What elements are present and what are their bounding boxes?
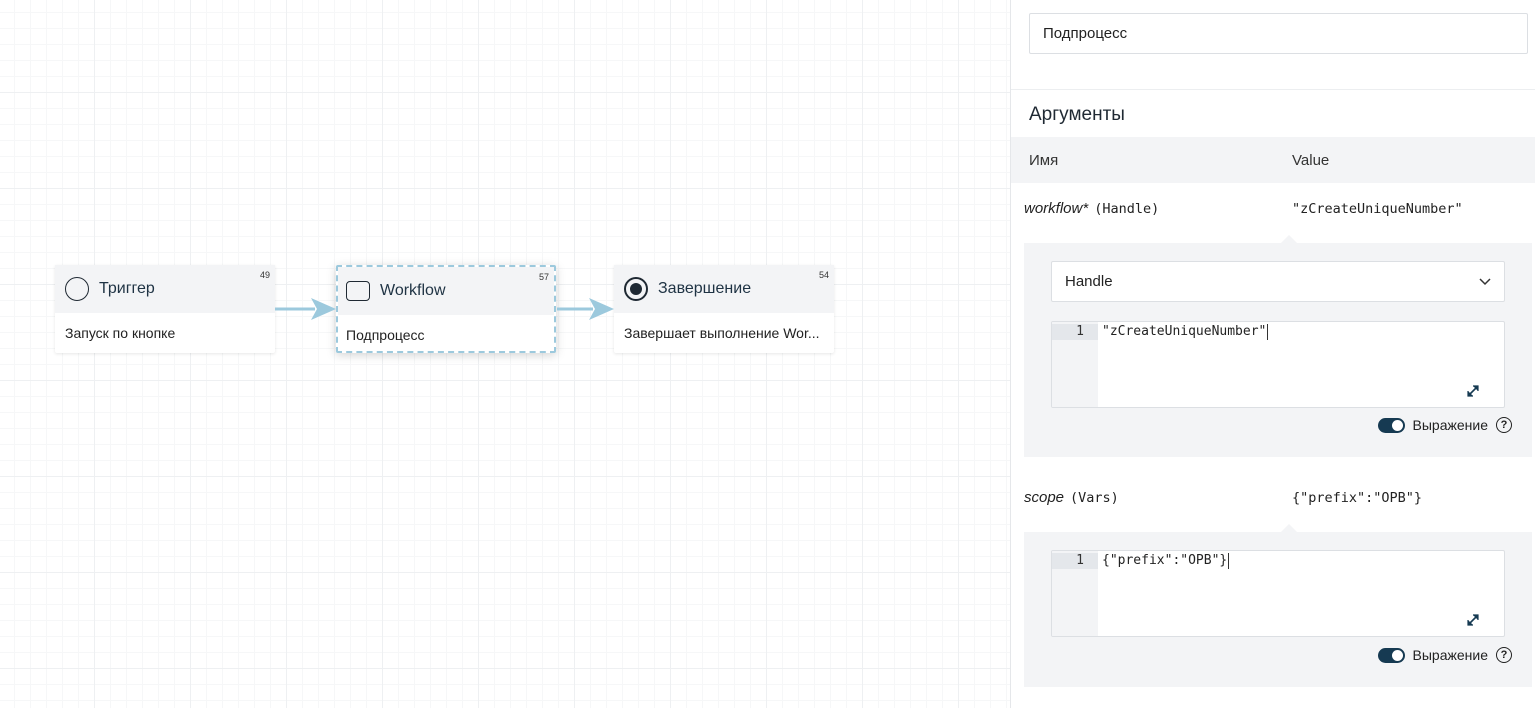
properties-panel: Подпроцесс Аргументы Имя Value workflow*… bbox=[1010, 0, 1535, 708]
node-header: Завершение 54 bbox=[614, 265, 834, 313]
node-number: 57 bbox=[538, 272, 549, 282]
column-header-value: Value bbox=[1292, 152, 1330, 169]
argument-editor-scope: 1 {"prefix":"OPB"} Выражение ? bbox=[1024, 524, 1532, 687]
column-header-name: Имя bbox=[1029, 152, 1059, 169]
expression-toggle[interactable] bbox=[1377, 647, 1405, 663]
end-circle-icon bbox=[624, 277, 648, 301]
type-select[interactable]: Handle bbox=[1051, 261, 1505, 302]
expand-icon[interactable] bbox=[1466, 613, 1480, 627]
argument-value: {"prefix":"OPB"} bbox=[1292, 490, 1423, 506]
node-trigger[interactable]: Триггер 49 Запуск по кнопке bbox=[55, 265, 275, 353]
argument-type: (Handle) bbox=[1094, 201, 1160, 217]
expression-label: Выражение bbox=[1412, 417, 1488, 433]
chevron-down-icon bbox=[1479, 278, 1491, 286]
workflow-canvas[interactable]: Триггер 49 Запуск по кнопке Workflow 57 … bbox=[0, 0, 1010, 708]
node-header: Workflow 57 bbox=[338, 267, 554, 315]
argument-name: workflow*(Handle) bbox=[1024, 200, 1160, 217]
node-header: Триггер 49 bbox=[55, 265, 275, 313]
expression-toggle-row: Выражение ? bbox=[1377, 647, 1512, 663]
help-icon[interactable]: ? bbox=[1496, 647, 1512, 663]
expand-icon[interactable] bbox=[1466, 384, 1480, 398]
code-line[interactable]: "zCreateUniqueNumber" bbox=[1102, 324, 1269, 340]
node-title: Workflow bbox=[380, 282, 446, 299]
argument-row-scope[interactable]: scope(Vars) {"prefix":"OPB"} bbox=[1011, 472, 1535, 522]
expression-toggle-row: Выражение ? bbox=[1377, 417, 1512, 433]
argument-name: scope(Vars) bbox=[1024, 489, 1119, 506]
node-number: 54 bbox=[818, 270, 829, 280]
line-number: 1 bbox=[1052, 324, 1098, 340]
node-description: Подпроцесс bbox=[346, 327, 425, 343]
arrow-head-icon bbox=[311, 298, 336, 320]
circle-icon bbox=[65, 277, 89, 301]
code-line[interactable]: {"prefix":"OPB"} bbox=[1102, 553, 1230, 569]
node-workflow[interactable]: Workflow 57 Подпроцесс bbox=[336, 265, 556, 353]
caret-notch bbox=[1280, 235, 1298, 244]
node-description: Завершает выполнение Wor... bbox=[624, 325, 820, 341]
node-description: Запуск по кнопке bbox=[65, 325, 176, 341]
code-editor[interactable]: 1 "zCreateUniqueNumber" bbox=[1051, 321, 1505, 408]
node-end[interactable]: Завершение 54 Завершает выполнение Wor..… bbox=[614, 265, 834, 353]
node-name-input[interactable]: Подпроцесс bbox=[1029, 13, 1528, 54]
expression-toggle[interactable] bbox=[1377, 417, 1405, 433]
arguments-title: Аргументы bbox=[1029, 104, 1125, 125]
node-title: Триггер bbox=[99, 280, 155, 297]
select-value: Handle bbox=[1065, 273, 1113, 290]
argument-type: (Vars) bbox=[1070, 490, 1119, 506]
line-gutter: 1 bbox=[1052, 551, 1098, 636]
arguments-table-header: Имя Value bbox=[1011, 137, 1535, 183]
code-editor[interactable]: 1 {"prefix":"OPB"} bbox=[1051, 550, 1505, 637]
edge-workflow-to-end[interactable] bbox=[557, 296, 615, 322]
help-icon[interactable]: ? bbox=[1496, 417, 1512, 433]
edge-trigger-to-workflow[interactable] bbox=[275, 296, 337, 322]
node-number: 49 bbox=[259, 270, 270, 280]
node-title: Завершение bbox=[658, 280, 752, 297]
caret-notch bbox=[1280, 524, 1298, 533]
square-icon bbox=[346, 281, 370, 301]
argument-editor-workflow: Handle 1 "zCreateUniqueNumber" Выражение… bbox=[1024, 235, 1532, 457]
line-gutter: 1 bbox=[1052, 322, 1098, 407]
argument-row-workflow[interactable]: workflow*(Handle) "zCreateUniqueNumber" bbox=[1011, 183, 1535, 233]
divider bbox=[1011, 89, 1535, 90]
argument-value: "zCreateUniqueNumber" bbox=[1292, 201, 1463, 217]
expression-label: Выражение bbox=[1412, 647, 1488, 663]
arrow-head-icon bbox=[589, 298, 614, 320]
line-number: 1 bbox=[1052, 553, 1098, 569]
